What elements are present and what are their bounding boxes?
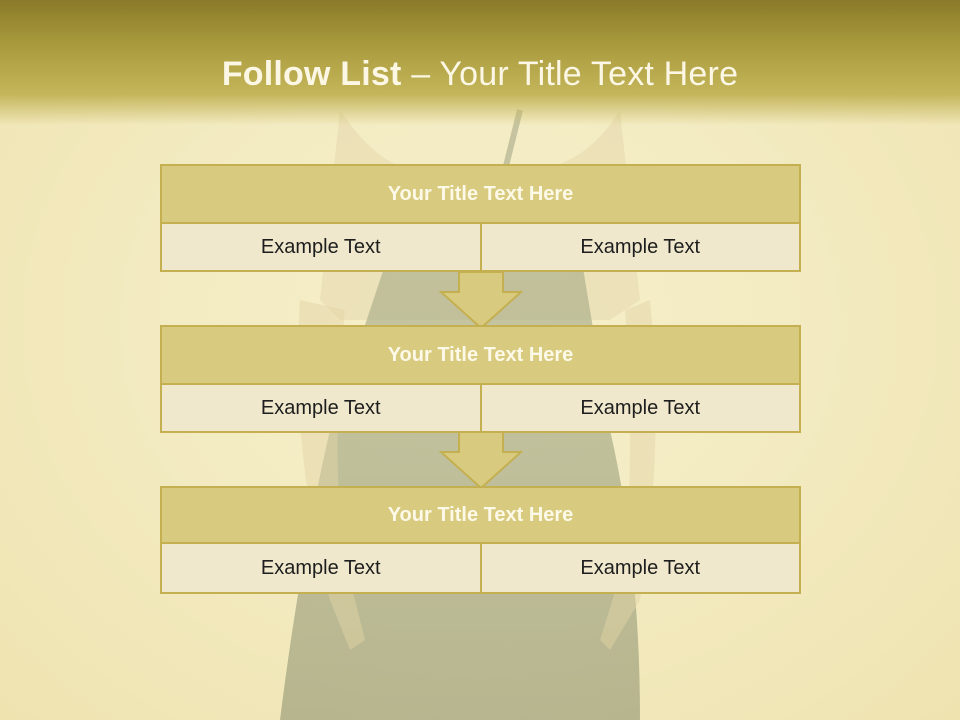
step-2-left-text[interactable]: Example Text [260,396,381,419]
step-title-3[interactable]: Your Title Text Here [162,488,799,544]
down-arrow-icon [439,272,523,330]
step-1-right-text[interactable]: Example Text [479,224,800,270]
step-1-left-text[interactable]: Example Text [260,235,381,258]
step-row-2: Example Text Example Text [162,385,799,431]
step-block-3[interactable]: Your Title Text Here Example Text Exampl… [160,486,801,594]
title-bar [0,0,960,125]
title-rest: – Your Title Text Here [401,55,739,93]
step-3-right-text[interactable]: Example Text [479,544,800,592]
step-block-2[interactable]: Your Title Text Here Example Text Exampl… [160,325,801,433]
step-row-3: Example Text Example Text [162,544,799,592]
step-title-2[interactable]: Your Title Text Here [162,327,799,385]
title-bold: Follow List [221,55,402,93]
down-arrow-icon [439,432,523,490]
step-block-1[interactable]: Your Title Text Here Example Text Exampl… [160,164,801,272]
step-title-1[interactable]: Your Title Text Here [162,166,799,224]
slide-title[interactable]: Follow List – Your Title Text Here [0,55,960,94]
step-3-left-text[interactable]: Example Text [260,556,381,579]
step-2-right-text[interactable]: Example Text [479,385,800,431]
step-row-1: Example Text Example Text [162,224,799,270]
